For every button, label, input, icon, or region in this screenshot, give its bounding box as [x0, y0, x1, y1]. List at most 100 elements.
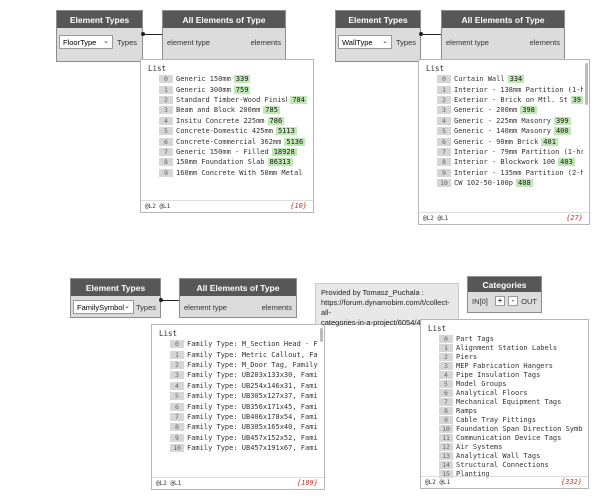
- input-port-element-type[interactable]: element type: [167, 38, 210, 47]
- output-port-elements[interactable]: elements: [250, 38, 281, 47]
- output-port-out[interactable]: OUT: [521, 297, 537, 306]
- scrollbar[interactable]: [320, 328, 323, 342]
- list-index: 14: [439, 460, 453, 469]
- list-value: Family Type: UB457x191x67, Family: [187, 444, 318, 453]
- list-index: 5: [439, 379, 453, 388]
- watch-footer: @L2 @L1 {189}: [152, 477, 324, 489]
- output-port-types[interactable]: Types: [117, 38, 138, 47]
- list-title: List: [148, 64, 167, 73]
- dropdown-value: FamilySymbol: [77, 302, 125, 312]
- list-value: Interior - 79mm Partition (1-hr): [454, 147, 583, 156]
- list-index: 7: [159, 147, 173, 156]
- output-port-elements[interactable]: elements: [261, 303, 292, 312]
- output-port-types[interactable]: Types: [136, 303, 157, 312]
- list-value: Foundation Span Direction Symbol: [456, 424, 582, 433]
- list-value: Generic 150mm - Filled: [176, 147, 269, 156]
- scrollbar[interactable]: [585, 63, 588, 105]
- list-value: 150mm Foundation Slab: [176, 158, 265, 167]
- list-index: 9: [170, 433, 184, 442]
- list-value: Air Systems: [456, 442, 503, 451]
- node-title: Categories: [468, 277, 541, 292]
- chevron-down-icon: ⌄: [382, 38, 388, 45]
- all-elements-of-type-node-family[interactable]: All Elements of Type element type elemen…: [179, 278, 297, 318]
- element-id-badge: 334: [507, 75, 525, 84]
- output-port-types[interactable]: Types: [396, 38, 417, 47]
- list-index: 3: [437, 106, 451, 115]
- element-id-badge: 784: [290, 95, 307, 104]
- list-index: 7: [170, 412, 184, 421]
- element-type-dropdown[interactable]: FloorType ⌄: [59, 35, 113, 49]
- node-title: Element Types: [71, 279, 160, 296]
- list-index: 9: [439, 415, 453, 424]
- element-id-badge: 18928: [271, 147, 297, 156]
- list-index: 6: [159, 137, 173, 146]
- input-port-element-type[interactable]: element type: [184, 303, 227, 312]
- element-id-badge: 86313: [267, 158, 293, 167]
- list-title: List: [159, 329, 178, 338]
- input-port-element-type[interactable]: element type: [446, 38, 489, 47]
- connector-wire: [421, 34, 441, 35]
- list-value: Interior - Blockwork 100: [454, 158, 556, 167]
- element-type-dropdown[interactable]: WallType ⌄: [338, 35, 392, 49]
- element-types-node-wall[interactable]: Element Types WallType ⌄ Types: [335, 10, 421, 62]
- chevron-down-icon: ⌄: [103, 38, 109, 45]
- add-input-button[interactable]: +: [495, 296, 505, 306]
- list-value: Interior - 138mm Partition (1-hr): [454, 85, 583, 94]
- list-index: 8: [439, 406, 453, 415]
- list-index: 2: [439, 352, 453, 361]
- list-value: Family Type: UB305x165x40, Family:: [187, 423, 318, 432]
- node-title: All Elements of Type: [180, 279, 296, 296]
- element-type-dropdown[interactable]: FamilySymbol ⌄: [73, 300, 134, 314]
- all-elements-of-type-node-floor[interactable]: All Elements of Type element type elemen…: [162, 10, 286, 62]
- list-index: 1: [437, 85, 451, 94]
- connector-dot: [141, 32, 145, 36]
- connector-dot: [419, 32, 423, 36]
- list-index: 5: [159, 127, 173, 136]
- element-id-badge: 401: [541, 137, 558, 146]
- list-value: Communication Device Tags: [456, 433, 562, 442]
- list-levels: @L2 @L1: [145, 203, 171, 210]
- watch-footer: @L2 @L1 {332}: [421, 476, 588, 488]
- list-value: Insitu Concrete 225mm: [176, 116, 265, 125]
- list-index: 0: [170, 340, 184, 349]
- all-elements-of-type-node-wall[interactable]: All Elements of Type element type elemen…: [441, 10, 565, 62]
- list-value: Family Type: UB457x152x52, Family:: [187, 433, 318, 442]
- element-types-node-family[interactable]: Element Types FamilySymbol ⌄ Types: [70, 278, 161, 318]
- remove-input-button[interactable]: -: [508, 296, 518, 306]
- list-value: Concrete-Domestic 425mm: [176, 127, 273, 136]
- list-value: Family Type: M_Door Tag, Family: M: [187, 360, 318, 369]
- output-port-elements[interactable]: elements: [529, 38, 560, 47]
- list-index: 5: [437, 127, 451, 136]
- input-port-in0[interactable]: IN[0]: [472, 297, 488, 306]
- categories-python-node[interactable]: Categories IN[0] + - OUT: [467, 276, 542, 313]
- list-value: Family Type: UB356x171x45, Family:: [187, 402, 318, 411]
- list-index: 1: [170, 350, 184, 359]
- list-value: Pipe Insulation Tags: [456, 370, 541, 379]
- chevron-down-icon: ⌄: [124, 303, 130, 310]
- connector-wire: [161, 300, 179, 301]
- connector-dot: [159, 298, 163, 302]
- list-index: 8: [437, 158, 451, 167]
- credit-note[interactable]: Provided by Tomasz_Puchala : https://for…: [315, 283, 459, 327]
- list-value: Ramps: [456, 406, 478, 415]
- element-types-node-floor[interactable]: Element Types FloorType ⌄ Types: [56, 10, 143, 62]
